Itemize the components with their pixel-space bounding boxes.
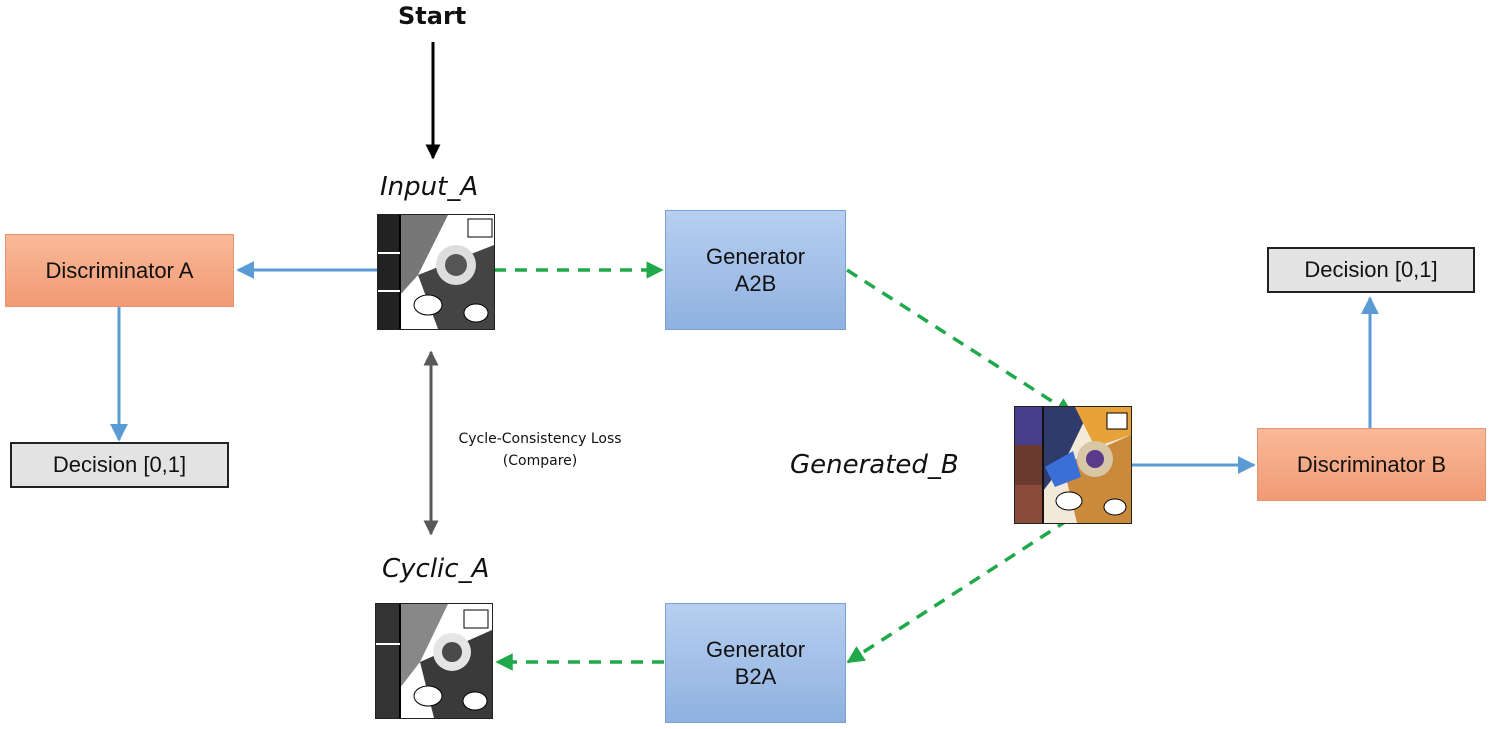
generator-b2a-box: Generator B2A [665,603,846,723]
start-label: Start [398,2,467,30]
cyclic-a-image [375,603,493,719]
generator-b2a-line2: B2A [734,664,777,689]
decision-b-box: Decision [0,1] [1267,247,1475,293]
cyclic-a-label: Cyclic_A [382,554,490,584]
generated-b-label: Generated_B [790,450,959,480]
generator-b2a-line1: Generator [705,636,806,662]
discriminator-a-box: Discriminator A [5,234,234,307]
gen-a2b-to-generated-arrow [846,268,1074,416]
cycle-loss-subtitle: (Compare) [502,453,578,470]
manga-bw-thumbnail-icon [378,215,494,329]
generated-b-image [1014,406,1132,524]
generator-a2b-box: Generator A2B [665,210,846,330]
generated-to-gen-b2a-arrow [846,518,1069,664]
comic-color-thumbnail-icon [1015,407,1131,523]
generator-a2b-line1: Generator [705,243,806,269]
discriminator-b-box: Discriminator B [1257,428,1486,501]
input-a-image [377,214,495,330]
decision-a-box: Decision [0,1] [10,442,229,488]
cycle-consistency-loss-label: Cycle-Consistency Loss (Compare) [440,428,640,473]
input-a-label: Input_A [380,172,479,202]
generator-a2b-line2: A2B [734,271,777,296]
manga-bw-thumbnail-icon [376,604,492,718]
cycle-loss-title: Cycle-Consistency Loss [458,431,622,447]
